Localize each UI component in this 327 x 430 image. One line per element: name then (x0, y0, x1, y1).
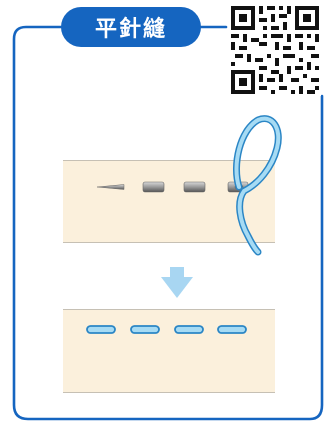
running-stitches (87, 326, 246, 333)
arrow-down-icon (161, 267, 193, 298)
needle-icon (97, 182, 248, 192)
